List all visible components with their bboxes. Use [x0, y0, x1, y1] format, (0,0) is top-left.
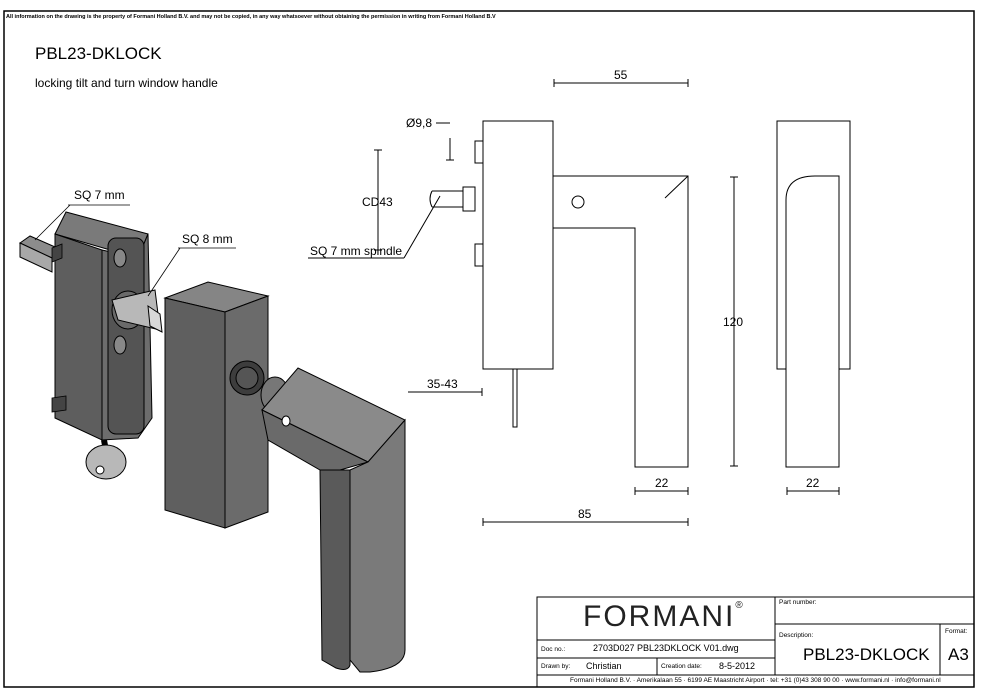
doc-no-label: Doc no.:	[541, 646, 566, 653]
part-number-label: Part number:	[779, 599, 817, 606]
spindle-sq7	[19, 235, 63, 273]
format-value: A3	[948, 645, 969, 664]
drawing-title: PBL23-DKLOCK	[35, 44, 162, 63]
lock-cassette	[51, 211, 163, 480]
lever-hole	[571, 195, 585, 209]
drawn-by-label: Drawn by:	[541, 663, 571, 670]
sheet-border	[3, 10, 975, 688]
leader-sq8	[147, 247, 181, 297]
drawn-by-value: Christian	[586, 661, 622, 671]
front-view	[776, 120, 851, 495]
dimension-35-43: 35-43	[427, 377, 458, 391]
callout-sq8: SQ 8 mm	[182, 232, 233, 246]
dimension-22-right: 22	[806, 476, 820, 490]
callout-cd43: CD43	[362, 195, 393, 209]
spindle-collar	[462, 186, 476, 212]
dimension-85: 85	[578, 507, 592, 521]
rose-block	[163, 281, 270, 529]
creation-date-value: 8-5-2012	[719, 661, 756, 671]
dimension-22-left: 22	[655, 476, 669, 490]
dimension-120: 120	[723, 315, 744, 329]
leader-sq7	[34, 204, 71, 241]
drawing-subtitle: locking tilt and turn window handle	[35, 76, 218, 90]
side-view	[308, 79, 738, 526]
registered-mark: ®	[735, 600, 745, 611]
formani-logo: FORMANI®	[583, 600, 745, 633]
exploded-view	[19, 204, 406, 673]
callout-diameter: Ø9,8	[406, 116, 433, 130]
description-label: Description:	[779, 632, 814, 639]
format-label: Format:	[945, 628, 968, 635]
boss-bottom	[474, 243, 484, 267]
callout-spindle: SQ 7 mm spindle	[310, 244, 403, 258]
boss-top	[474, 140, 484, 164]
copyright-notice: All information on the drawing is the pr…	[6, 14, 496, 20]
creation-date-label: Creation date:	[661, 663, 702, 670]
front-lever	[785, 175, 840, 468]
side-base-plate	[482, 120, 554, 370]
callout-sq7: SQ 7 mm	[74, 188, 125, 202]
description-value: PBL23-DKLOCK	[803, 645, 930, 664]
title-block-frame	[536, 596, 975, 688]
handle-3d	[261, 367, 406, 673]
dimension-55: 55	[614, 68, 628, 82]
company-footer: Formani Holland B.V. · Amerikalaan 55 · …	[570, 677, 941, 684]
side-lever	[552, 175, 689, 468]
lock-pin	[512, 368, 518, 428]
doc-no-value: 2703D027 PBL23DKLOCK V01.dwg	[593, 643, 739, 653]
